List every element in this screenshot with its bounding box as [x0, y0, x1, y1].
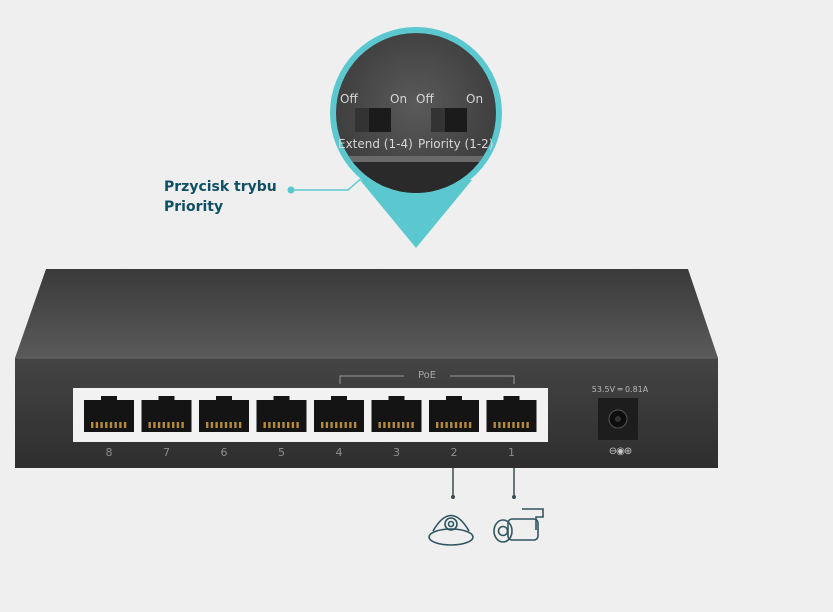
- ethernet-port-1: [486, 396, 537, 432]
- callout-dot: [287, 186, 295, 194]
- power-rating: 53.5V ═ 0.81A: [591, 385, 649, 394]
- zoom-view: [336, 33, 496, 193]
- on-label-extend: On: [390, 92, 408, 106]
- ethernet-port-3: [371, 396, 422, 432]
- ethernet-port-7: [141, 396, 192, 432]
- port-number-1: 1: [508, 446, 515, 459]
- off-label-priority: Off: [416, 92, 434, 106]
- port-number-7: 7: [163, 446, 170, 459]
- polarity-symbol: ⊖◉⊕: [608, 446, 632, 457]
- device-top: [15, 269, 718, 358]
- port-number-5: 5: [278, 446, 285, 459]
- port-number-8: 8: [105, 446, 113, 459]
- priority-switch-label: Priority (1-2): [418, 137, 494, 151]
- off-label-extend: Off: [340, 92, 358, 106]
- ethernet-port-8: [84, 396, 134, 432]
- callout-leader-line: [291, 175, 365, 191]
- dome-camera-icon: [428, 514, 474, 546]
- port-number-6: 6: [220, 446, 228, 459]
- port-number-2: 2: [450, 446, 458, 459]
- on-label-priority: On: [466, 92, 484, 106]
- port-number-3: 3: [393, 446, 400, 459]
- port-number-4: 4: [335, 446, 343, 459]
- ethernet-port-2: [429, 396, 479, 432]
- extend-switch-label: Extend (1-4): [338, 137, 413, 151]
- poe-label: PoE: [417, 370, 437, 381]
- ethernet-port-6: [199, 396, 249, 432]
- priority-button-callout: Przycisk trybu Priority: [164, 179, 277, 215]
- callout-pointer: [360, 180, 472, 248]
- ethernet-port-5: [256, 396, 307, 432]
- ethernet-port-4: [314, 396, 364, 432]
- bullet-camera-icon: [493, 508, 544, 543]
